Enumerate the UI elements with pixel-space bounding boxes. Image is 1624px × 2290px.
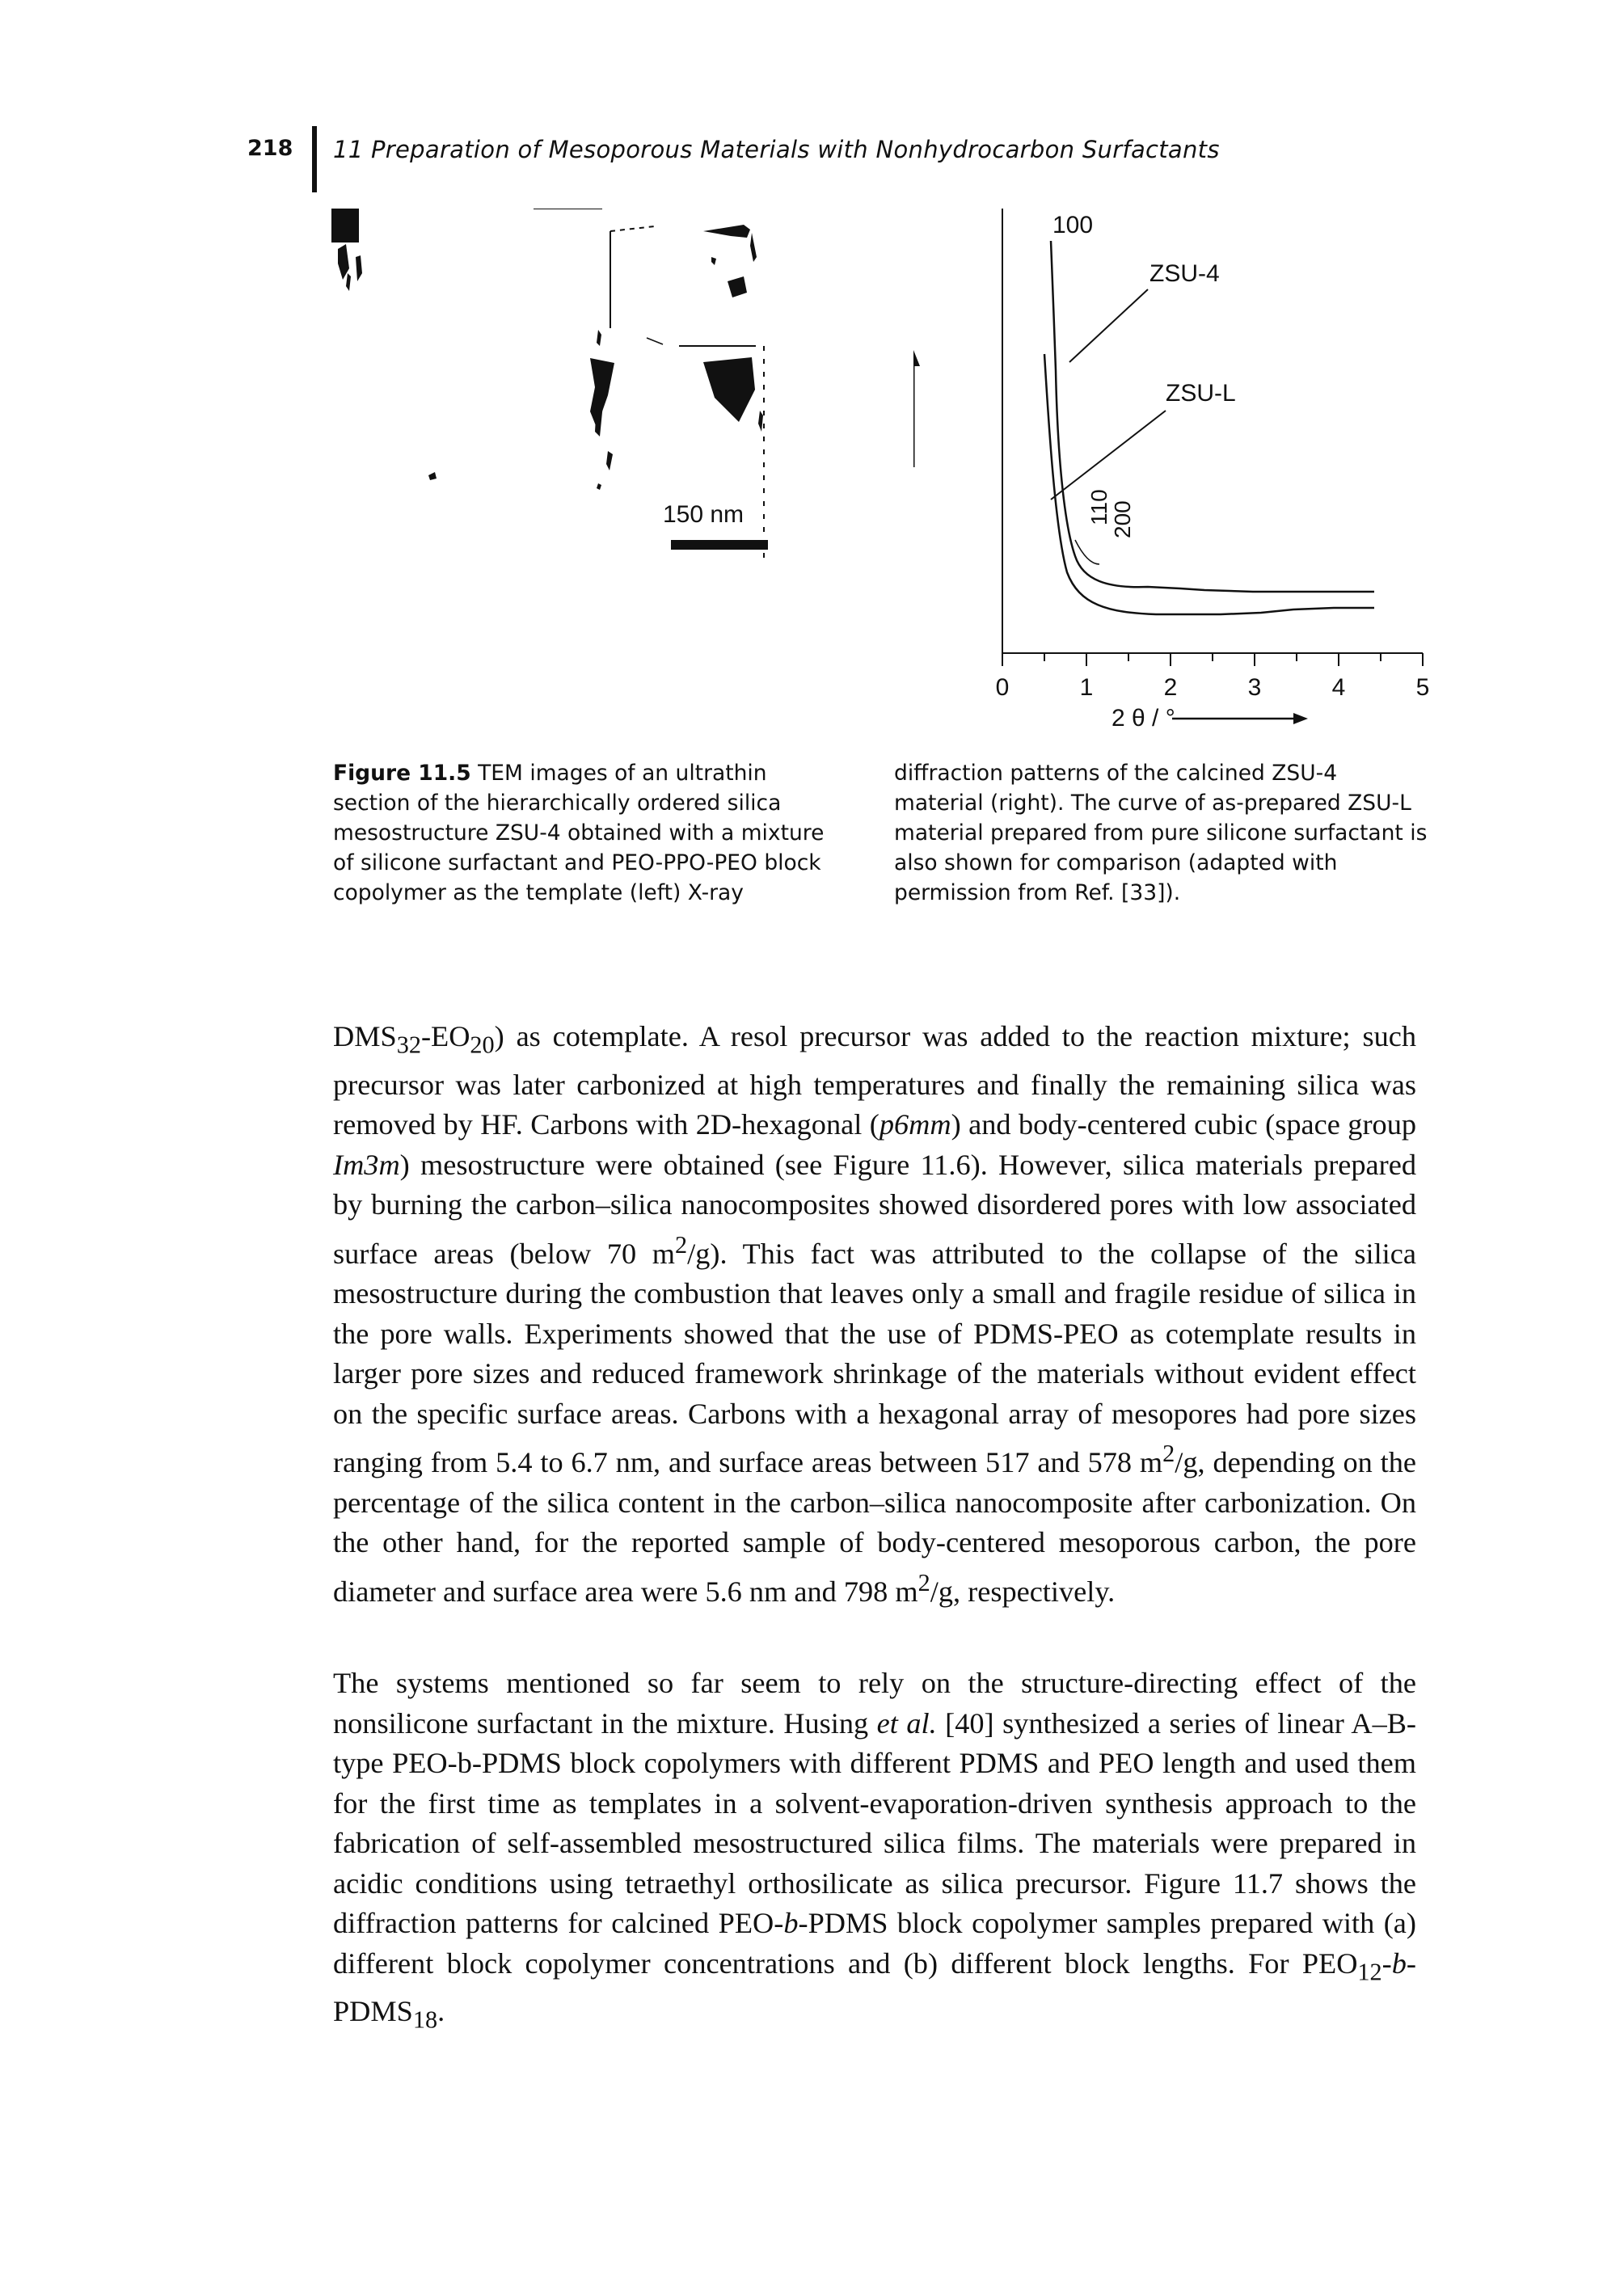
curve-zsu-l [1043, 353, 1374, 616]
text-run: ) and body-centered cubic (space group [951, 1108, 1416, 1141]
x-tick-label: 5 [1416, 674, 1430, 701]
subscript: 20 [470, 1031, 495, 1059]
curve-zsu-4 [1049, 240, 1374, 593]
text-run: -PDMS [333, 1946, 1416, 2028]
page-number: 218 [247, 136, 293, 161]
intensity-arrow-head [913, 350, 920, 366]
text-run: ) as cotemplate. A resol precursor was a… [333, 1020, 1416, 1141]
header-rule [312, 126, 317, 192]
body-paragraph-1: DMS32-EO20) as cotemplate. A resol precu… [333, 1017, 1416, 1613]
x-tick-label: 4 [1332, 674, 1346, 701]
text-run: [40] synthesized a series of linear A–B-… [333, 1706, 1417, 1940]
text-run: . [437, 1995, 445, 2028]
text-run: -PDMS block copolymer samples prepared w… [333, 1907, 1417, 1980]
text-run: /g). This fact was attributed to the col… [333, 1237, 1416, 1479]
text-run: /g, respectively. [930, 1575, 1116, 1609]
space-group-italic: Im3m [333, 1148, 400, 1181]
figure-caption-left: Figure 11.5 TEM images of an ultrathin s… [333, 758, 850, 908]
x-axis-label: 2 θ / ° [1111, 705, 1175, 732]
x-tick-label: 3 [1248, 674, 1262, 701]
zsu-4-leader [1069, 289, 1149, 363]
subscript: 18 [412, 2005, 438, 2034]
x-tick-label: 0 [996, 674, 1010, 701]
subscript: 12 [1357, 1957, 1382, 1985]
text-run: -EO [420, 1020, 470, 1052]
italic-run: et al. [876, 1706, 937, 1740]
superscript: 2 [917, 1568, 930, 1596]
peak-shoulder [1074, 539, 1100, 565]
x-ticks: 0 1 2 3 4 5 [996, 653, 1430, 701]
text-run: - [1381, 1946, 1392, 1980]
running-head: 11 Preparation of Mesoporous Materials w… [333, 136, 1220, 163]
curve-label-zsu-l: ZSU-L [1166, 380, 1236, 407]
peak-label-110: 110 [1086, 489, 1111, 525]
x-tick-label: 1 [1080, 674, 1094, 701]
x-axis-arrow-head [1293, 713, 1308, 724]
text-run: DMS [333, 1020, 397, 1052]
subscript: 32 [396, 1031, 421, 1059]
curve-label-zsu-4: ZSU-4 [1149, 260, 1220, 287]
italic-run: b [1391, 1946, 1407, 1980]
superscript: 2 [1162, 1440, 1175, 1468]
text-run: The systems mentioned so far seem to rel… [333, 1667, 1416, 1740]
zsu-l-leader [1050, 410, 1166, 500]
caption-text-left: TEM images of an ultrathin section of th… [333, 761, 825, 905]
x-tick-label: 2 [1164, 674, 1178, 701]
figure-caption-right: diffraction patterns of the calcined ZSU… [894, 761, 1428, 905]
tem-image: 150 nm [331, 209, 768, 564]
text-run: ) mesostructure were obtained (see Figur… [333, 1148, 1416, 1270]
space-group-italic: p6mm [879, 1108, 951, 1141]
peak-label-100: 100 [1052, 212, 1093, 238]
scale-bar-label: 150 nm [663, 501, 744, 528]
superscript: 2 [675, 1230, 688, 1259]
italic-run: b [783, 1907, 799, 1939]
figure-label: Figure 11.5 [333, 761, 471, 786]
body-paragraph-2: The systems mentioned so far seem to rel… [333, 1664, 1416, 2040]
peak-label-200: 200 [1110, 500, 1135, 538]
text-run: /g, depending on the percentage of the s… [333, 1446, 1416, 1609]
